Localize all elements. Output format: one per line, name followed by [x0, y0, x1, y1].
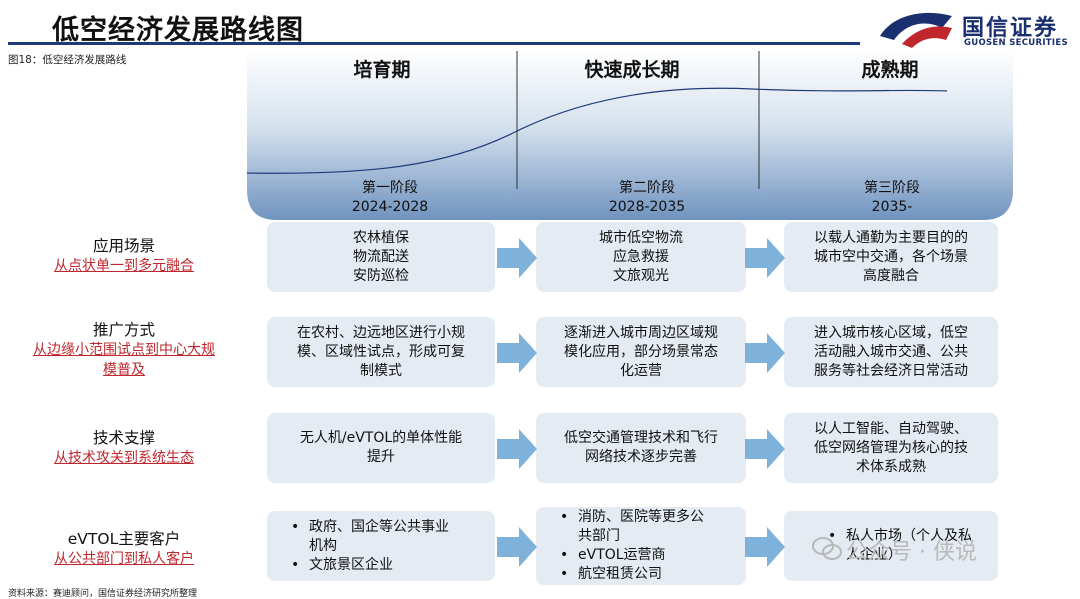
- cell-line: 制模式: [360, 362, 402, 379]
- bullet-line: 航空租赁公司: [578, 566, 662, 582]
- cell-technology-phase-2: 低空交通管理技术和飞行网络技术逐步完善: [536, 413, 746, 483]
- bullet-line: 文旅景区企业: [309, 556, 393, 573]
- cell-line: 活动融入城市交通、公共: [814, 343, 968, 360]
- cell-line: 模、区域性试点，形成可复: [297, 343, 465, 360]
- logo-text-en: GUOSEN SECURITIES: [964, 38, 1068, 48]
- phase-1-years: 2024-2028: [351, 199, 429, 215]
- phase-1-stage: 第一阶段: [362, 180, 418, 196]
- cell-line: 城市低空物流: [599, 229, 683, 246]
- cell-line: 以载人通勤为主要目的的: [814, 229, 968, 246]
- growth-curve: [247, 87, 948, 174]
- cell-promotion-phase-1: 在农村、边远地区进行小规模、区域性试点，形成可复制模式: [267, 317, 495, 387]
- cell-line: 服务等社会经济日常活动: [814, 362, 968, 379]
- cell-line: 文旅观光: [613, 267, 669, 284]
- watermark-text: 公众号 · 侠说: [846, 540, 977, 565]
- arrow-right-icon: [745, 527, 785, 567]
- bullet-item: eVTOL运营商: [560, 546, 704, 565]
- cell-line: 模化应用，部分场景常态: [564, 343, 718, 360]
- cell-scenarios-phase-3: 以载人通勤为主要目的的城市空中交通，各个场景高度融合: [784, 222, 998, 292]
- cell-technology-phase-1: 无人机/eVTOL的单体性能提升: [267, 413, 495, 483]
- row-title-technology: 技术支撑: [92, 429, 155, 447]
- bullet-line: 机构: [309, 537, 337, 554]
- bullet-line: 人企业）: [846, 547, 902, 563]
- bullet-line: eVTOL运营商: [578, 547, 666, 563]
- row-title-promotion: 推广方式: [92, 321, 155, 339]
- logo-text-cn: 国信证券: [962, 16, 1059, 41]
- bullet-item: 航空租赁公司: [560, 565, 704, 584]
- cell-line: 网络技术逐步完善: [585, 449, 697, 465]
- cell-line: 城市空中交通，各个场景: [814, 248, 968, 265]
- phase-3-stage: 第三阶段: [864, 180, 920, 196]
- row-subtitle-promotion-line-1: 从边缘小范围试点到中心大规: [33, 342, 215, 358]
- cell-promotion-phase-3: 进入城市核心区域，低空活动融入城市交通、公共服务等社会经济日常活动: [784, 317, 998, 387]
- bullet-line: 消防、医院等更多公: [578, 509, 704, 525]
- page-title: 低空经济发展路线图: [52, 15, 304, 46]
- bullet-item: 文旅景区企业: [291, 556, 449, 575]
- phase-3-name: 成熟期: [861, 59, 919, 81]
- arrow-right-icon: [745, 333, 785, 373]
- cell-line: 安防巡检: [353, 267, 409, 284]
- bullet-line: 共部门: [578, 528, 620, 544]
- arrow-right-icon: [497, 238, 537, 278]
- phase-2-stage: 第二阶段: [619, 180, 675, 196]
- cell-line: 化运营: [620, 362, 662, 379]
- cell-line: 高度融合: [863, 267, 919, 284]
- cell-technology-phase-3: 以人工智能、自动驾驶、低空网络管理为核心的技术体系成熟: [784, 413, 998, 483]
- phase-1-name: 培育期: [353, 59, 411, 81]
- cell-line: 以人工智能、自动驾驶、: [814, 420, 968, 437]
- cell-line: 低空网络管理为核心的技: [814, 439, 968, 456]
- cell-scenarios-phase-2: 城市低空物流应急救援文旅观光: [536, 222, 746, 292]
- row-title-customers: eVTOL主要客户: [67, 530, 181, 548]
- cell-line: 术体系成熟: [856, 458, 926, 475]
- cell-line: 低空交通管理技术和飞行: [564, 430, 718, 446]
- arrow-right-icon: [745, 238, 785, 278]
- wechat-icon: [812, 537, 842, 560]
- cell-line: 物流配送: [353, 248, 409, 265]
- cell-line: 无人机/eVTOL的单体性能: [299, 430, 463, 446]
- source-note: 资料来源：赛迪顾问，国信证券经济研究所整理: [8, 589, 198, 599]
- row-subtitle-scenarios: 从点状单一到多元融合: [54, 258, 194, 274]
- phase-2-name: 快速成长期: [584, 59, 680, 81]
- bullet-line: 政府、国企等公共事业: [309, 518, 449, 535]
- cell-line: 在农村、边远地区进行小规: [297, 324, 465, 341]
- phase-3-years: 2035-: [871, 199, 913, 215]
- arrow-right-icon: [497, 429, 537, 469]
- cell-line: 提升: [367, 449, 395, 465]
- arrow-right-icon: [497, 333, 537, 373]
- growth-curve-panel: [247, 49, 1013, 220]
- cell-scenarios-phase-1: 农林植保物流配送安防巡检: [267, 222, 495, 292]
- cell-promotion-phase-2: 逐渐进入城市周边区域规模化应用，部分场景常态化运营: [536, 317, 746, 387]
- arrow-right-icon: [497, 527, 537, 567]
- guosen-logo-icon: [880, 12, 952, 48]
- row-subtitle-technology: 从技术攻关到系统生态: [54, 450, 194, 466]
- title-underline: [8, 42, 860, 45]
- cell-line: 进入城市核心区域，低空: [814, 324, 968, 341]
- cell-line: 应急救援: [613, 248, 669, 265]
- phase-2-years: 2028-2035: [608, 199, 686, 215]
- row-subtitle-customers: 从公共部门到私人客户: [54, 551, 194, 567]
- cell-line: 农林植保: [353, 229, 409, 246]
- row-title-scenarios: 应用场景: [92, 237, 155, 255]
- arrow-right-icon: [745, 429, 785, 469]
- bullet-line: 私人市场（个人及私: [846, 528, 972, 544]
- figure-label: 图18：低空经济发展路线: [8, 54, 127, 66]
- row-subtitle-promotion-line-2: 模普及: [103, 362, 145, 378]
- cell-line: 逐渐进入城市周边区域规: [564, 324, 718, 341]
